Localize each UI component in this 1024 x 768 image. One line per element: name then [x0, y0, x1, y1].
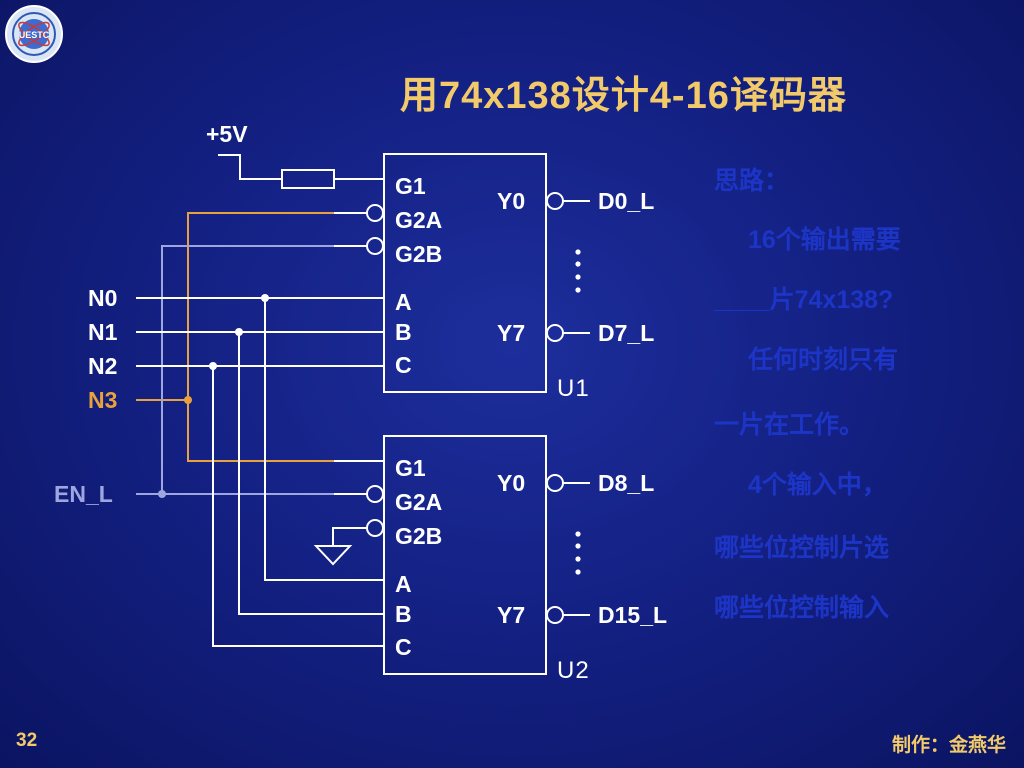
u2-ellipsis-dot — [575, 556, 581, 562]
n3-to-u2-g1-wire — [187, 400, 334, 462]
enable-label: EN_L — [54, 481, 113, 507]
notes-line: 4个输入中， — [748, 471, 887, 499]
u1-ellipsis-dot — [575, 261, 581, 267]
u1-pin-a: A — [395, 289, 412, 315]
u2-pin-a: A — [395, 571, 412, 597]
u1-ellipsis-dot — [575, 274, 581, 280]
n3-wire — [136, 212, 334, 401]
u1-y7-bubble — [546, 324, 564, 342]
u2-pin-g1: G1 — [395, 455, 426, 481]
u1-y0-bubble — [546, 192, 564, 210]
u1-pin-b: B — [395, 319, 412, 345]
chip-u1-body — [383, 153, 547, 393]
input-label-n3: N3 — [88, 387, 118, 413]
university-logo: UESTC — [5, 5, 63, 63]
u1-pin-c: C — [395, 352, 412, 378]
u2-ellipsis-dot — [575, 531, 581, 537]
u1-output-d7: D7_L — [598, 320, 655, 346]
chip-u2-body — [383, 435, 547, 675]
u2-g2a-bubble — [366, 485, 384, 503]
notes-line: 一片在工作。 — [714, 411, 865, 439]
u2-y0-bubble — [546, 474, 564, 492]
u2-ellipsis-dot — [575, 543, 581, 549]
u2-y7-bubble — [546, 606, 564, 624]
vcc-wire — [218, 154, 282, 180]
input-label-n2: N2 — [88, 353, 118, 379]
u2-output-d8: D8_L — [598, 470, 655, 496]
u1-pin-g2b: G2B — [395, 241, 443, 267]
u2-output-d15: D15_L — [598, 602, 668, 628]
ground-icon — [313, 545, 353, 566]
u1-pin-y7: Y7 — [497, 320, 526, 346]
u2-g2b-ground-wire — [332, 527, 367, 546]
pullup-resistor — [281, 169, 335, 189]
u2-ellipsis-dot — [575, 569, 581, 575]
u2-pin-c: C — [395, 634, 412, 660]
u1-ellipsis-dot — [575, 249, 581, 255]
u2-pin-g2a: G2A — [395, 489, 443, 515]
junction-dot-en — [158, 490, 166, 498]
u1-pin-g1: G1 — [395, 173, 426, 199]
u2-pin-y7: Y7 — [497, 602, 526, 628]
u1-g2b-bubble — [366, 237, 384, 255]
n1-to-u2-b-wire — [238, 332, 384, 615]
slide-title: 用74x138设计4-16译码器 — [400, 75, 847, 117]
u2-g2b-bubble — [366, 519, 384, 537]
en-l-wire — [136, 245, 334, 495]
junction-dot-n0 — [261, 294, 269, 302]
u2-pin-g2b: G2B — [395, 523, 443, 549]
notes-line: 思路： — [714, 167, 790, 195]
notes-line: ____片74x138? — [714, 286, 894, 314]
notes-line: 任何时刻只有 — [748, 346, 899, 374]
junction-dot-n3 — [184, 396, 192, 404]
n0-to-u2-a-wire — [264, 298, 384, 581]
junction-dot-n2 — [209, 362, 217, 370]
chip-u1-name: U1 — [557, 375, 590, 402]
u1-pin-g2a: G2A — [395, 207, 443, 233]
u1-g2a-bubble — [366, 204, 384, 222]
input-label-n1: N1 — [88, 319, 118, 345]
u2-pin-b: B — [395, 601, 412, 627]
page-number: 32 — [16, 730, 38, 751]
u1-pin-y0: Y0 — [497, 188, 526, 214]
u1-output-d0: D0_L — [598, 188, 655, 214]
n2-to-u2-c-wire — [212, 366, 384, 647]
power-label: +5V — [206, 121, 248, 147]
notes-line: 哪些位控制片选 — [714, 534, 890, 562]
notes-line: 16个输出需要 — [748, 226, 901, 254]
junction-dot-n1 — [235, 328, 243, 336]
u2-pin-y0: Y0 — [497, 470, 526, 496]
u1-ellipsis-dot — [575, 287, 581, 293]
author-credit: 制作：金燕华 — [891, 735, 1006, 756]
input-label-n0: N0 — [88, 285, 118, 311]
notes-line: 哪些位控制输入 — [714, 594, 890, 622]
logo-text: UESTC — [19, 30, 50, 40]
chip-u2-name: U2 — [557, 657, 590, 684]
